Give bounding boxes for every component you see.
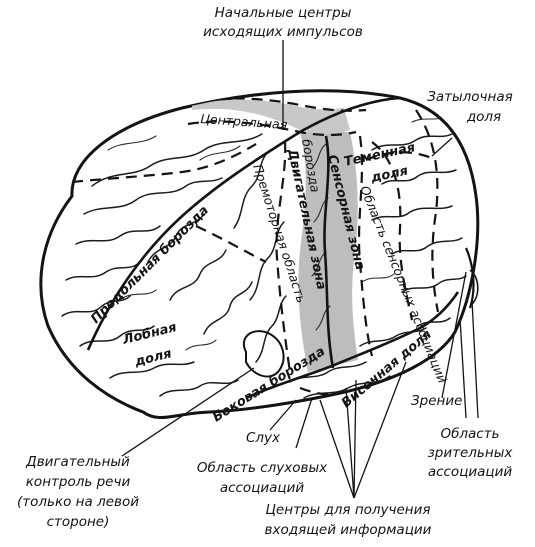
svg-text:Область: Область [440, 426, 499, 442]
sensory-boundary [357, 135, 374, 357]
frontal-lobe-boundary [71, 143, 257, 184]
label-visual-assoc: Область зрительных ассоциаций [428, 426, 514, 480]
svg-text:Двигательный: Двигательный [25, 454, 130, 470]
svg-text:ассоциаций: ассоциаций [428, 464, 513, 480]
motor-sensory-zone-shading [298, 132, 358, 372]
svg-text:(только на левой: (только на левой [17, 494, 139, 510]
svg-text:Центры для получения: Центры для получения [265, 502, 430, 518]
label-occipital-lobe: Затылочная доля [427, 89, 513, 125]
svg-text:доля: доля [466, 109, 501, 125]
frontal-subregion [195, 225, 267, 263]
svg-text:Начальные центры: Начальные центры [215, 5, 352, 21]
label-vision: Зрение [411, 393, 462, 409]
sensory-assoc-boundary [371, 141, 414, 321]
svg-text:зрительных: зрительных [428, 445, 514, 461]
label-incoming-centers: Центры для получения входящей информации [265, 502, 432, 538]
svg-text:ассоциаций: ассоциаций [220, 480, 305, 496]
svg-text:стороне): стороне) [47, 514, 110, 530]
label-auditory-assoc: Область слуховых ассоциаций [197, 460, 328, 496]
brain-gyri [61, 115, 467, 399]
svg-text:Центральная: Центральная [200, 111, 288, 132]
label-hearing: Слух [246, 430, 281, 446]
lateral-sulcus-line [245, 291, 460, 400]
svg-text:входящей информации: входящей информации [265, 522, 432, 538]
central-band-upper [179, 97, 367, 112]
svg-text:Область слуховых: Область слуховых [197, 460, 328, 476]
label-central-sulcus: Центральная [200, 111, 288, 132]
parietal-boundary [365, 151, 433, 162]
svg-text:Зрение: Зрение [411, 393, 462, 409]
leader-lines [121, 40, 479, 499]
central-band-lower [187, 120, 357, 137]
speech-motor-area [243, 330, 285, 378]
label-outgoing-centers: Начальные центры исходящих импульсов [203, 5, 363, 40]
label-speech-motor: Двигательный контроль речи (только на ле… [17, 454, 139, 530]
svg-text:исходящих импульсов: исходящих импульсов [203, 24, 363, 40]
central-sulcus-line [323, 135, 335, 369]
occipital-pole [464, 247, 479, 309]
svg-text:Слух: Слух [246, 430, 281, 446]
svg-text:Затылочная: Затылочная [427, 89, 513, 105]
svg-text:контроль речи: контроль речи [26, 474, 131, 490]
premotor-boundary [275, 141, 292, 373]
